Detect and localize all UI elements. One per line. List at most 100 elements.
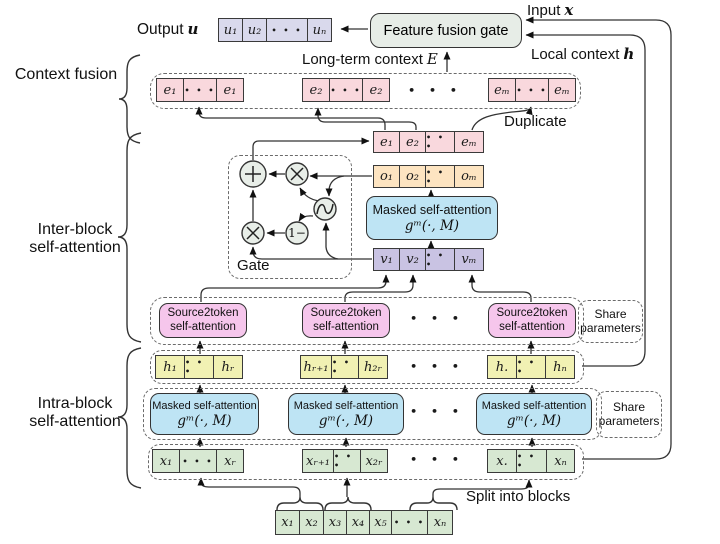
- masked-attention-box-2: Masked self-attention gᵐ(·, M): [288, 393, 404, 435]
- o-cell: o₂: [399, 165, 426, 188]
- e-group-2: e₂ • • • e₂: [302, 78, 390, 102]
- share-line1: Share: [612, 400, 646, 414]
- h-cell: hₙ: [545, 355, 575, 379]
- context-fusion-label: Context fusion: [14, 66, 118, 83]
- v-cell: v₂: [399, 248, 426, 271]
- s2t-line2: self-attention: [499, 320, 565, 333]
- o-cell: o₁: [373, 165, 400, 188]
- dup-arrow-2: [314, 107, 417, 130]
- h-cell: hᵣ: [213, 355, 243, 379]
- x-cell: xₙ: [427, 510, 453, 535]
- v-to-sigmoid-branch: [322, 222, 339, 260]
- e-dots-cell: • • •: [329, 78, 363, 102]
- split-brace-3: [409, 496, 458, 511]
- inter-block-brace: [117, 132, 142, 343]
- x-dots-cell: • • •: [516, 449, 547, 473]
- share-line2: parameters: [580, 320, 641, 335]
- e-row: e₁ e₂ • • • eₘ: [373, 131, 484, 153]
- h-row-container: [150, 350, 584, 384]
- x-dots-cell: • • •: [179, 449, 217, 473]
- e-cell: e₁: [216, 78, 244, 102]
- s2t-row-ellipsis: • • •: [410, 312, 464, 325]
- masked-formula: gᵐ(·, M): [177, 412, 232, 429]
- share-line2: parameters: [598, 413, 660, 428]
- h-row-ellipsis: • • •: [410, 360, 464, 373]
- x-cell: x₃: [323, 510, 347, 535]
- x-group-1: x₁ • • • xᵣ: [152, 449, 244, 473]
- v-cell: vₘ: [454, 248, 484, 271]
- v-to-times-line: [249, 246, 372, 260]
- e-cell: eₘ: [454, 131, 484, 153]
- dup-arrow-1: [195, 106, 386, 130]
- h-cell: h₂ᵣ: [358, 355, 388, 379]
- gate-container: [228, 155, 352, 279]
- e-group-1: e₁ • • • e₁: [156, 78, 244, 102]
- u-cell: uₙ: [307, 18, 332, 42]
- inter-line1: Inter-block: [37, 221, 113, 238]
- x-cell: xᵣ₊₁: [302, 449, 334, 473]
- e-dots-cell: • • •: [183, 78, 217, 102]
- local-text: Local context: [531, 46, 620, 63]
- split-into-blocks-label: Split into blocks: [466, 488, 571, 505]
- h-cell: hᵣ₊₁: [300, 355, 332, 379]
- masked-label: Masked self-attention: [481, 399, 587, 412]
- output-var: u: [187, 20, 199, 38]
- source2token-box-1: Source2token self-attention: [159, 303, 247, 338]
- o-cell: oₘ: [454, 165, 484, 188]
- v-cell: v₁: [373, 248, 400, 271]
- masked-label: Masked self-attention: [293, 399, 399, 412]
- h-group-1: h₁ • • • hᵣ: [155, 355, 243, 379]
- e-cell: e₁: [373, 131, 400, 153]
- s2t2-to-v2: [344, 274, 417, 302]
- masked-label: Masked self-attention: [372, 202, 492, 217]
- input-text: Input: [527, 2, 561, 19]
- feature-fusion-gate-box: Feature fusion gate: [370, 13, 522, 48]
- source2token-box-2: Source2token self-attention: [302, 303, 390, 338]
- masked-attention-box-1: Masked self-attention gᵐ(·, M): [150, 393, 259, 435]
- intra-block-brace: [117, 347, 142, 489]
- local-context-loop: [525, 31, 646, 367]
- o-to-sigmoid-branch: [325, 175, 345, 197]
- e-cell: e₂: [362, 78, 390, 102]
- h-dots-cell: • • •: [516, 355, 546, 379]
- share-parameters-badge-2: Share parameters: [596, 391, 662, 438]
- e-duplicate-container: [150, 73, 581, 109]
- s2t-line2: self-attention: [313, 320, 379, 333]
- x-dots-cell: • • •: [391, 510, 428, 535]
- h-dots-cell: • • •: [331, 355, 359, 379]
- h-dots-cell: • • •: [184, 355, 214, 379]
- masked-intra-container: [143, 388, 602, 440]
- gate-label: Gate: [237, 257, 270, 274]
- block3-split-line: [432, 479, 533, 497]
- o-row: o₁ o₂ • • • oₘ: [373, 165, 484, 188]
- x-row-container: [148, 444, 584, 480]
- masked-formula: gᵐ(·, M): [404, 217, 460, 234]
- x-cell: x₁: [152, 449, 180, 473]
- source2token-box-3: Source2token self-attention: [488, 303, 576, 338]
- output-text: Output: [137, 21, 184, 38]
- feature-fusion-gate-label: Feature fusion gate: [383, 22, 509, 39]
- e-cell: e₁: [156, 78, 184, 102]
- masked-attention-inter-box: Masked self-attention gᵐ(·, M): [366, 196, 498, 240]
- s2t3-to-vm: [468, 274, 532, 302]
- x-cell: xₙ: [546, 449, 575, 473]
- masked-attention-box-3: Masked self-attention gᵐ(·, M): [476, 393, 592, 435]
- s2t1-to-v1: [200, 274, 390, 302]
- share-line1: Share: [594, 307, 627, 321]
- masked-formula: gᵐ(·, M): [318, 412, 374, 429]
- x-row-ellipsis: • • •: [410, 453, 464, 466]
- x-cell: x₂ᵣ: [360, 449, 388, 473]
- sigmoid-to-oneminus-arrow: [298, 212, 314, 222]
- intra-line1: Intra-block: [37, 395, 113, 412]
- s2t-line1: Source2token: [496, 307, 568, 319]
- split-brace-1: [276, 496, 324, 511]
- x-cell: x₅: [369, 510, 392, 535]
- intra-line2: self-attention: [29, 413, 121, 430]
- s2t-line1: Source2token: [310, 307, 382, 319]
